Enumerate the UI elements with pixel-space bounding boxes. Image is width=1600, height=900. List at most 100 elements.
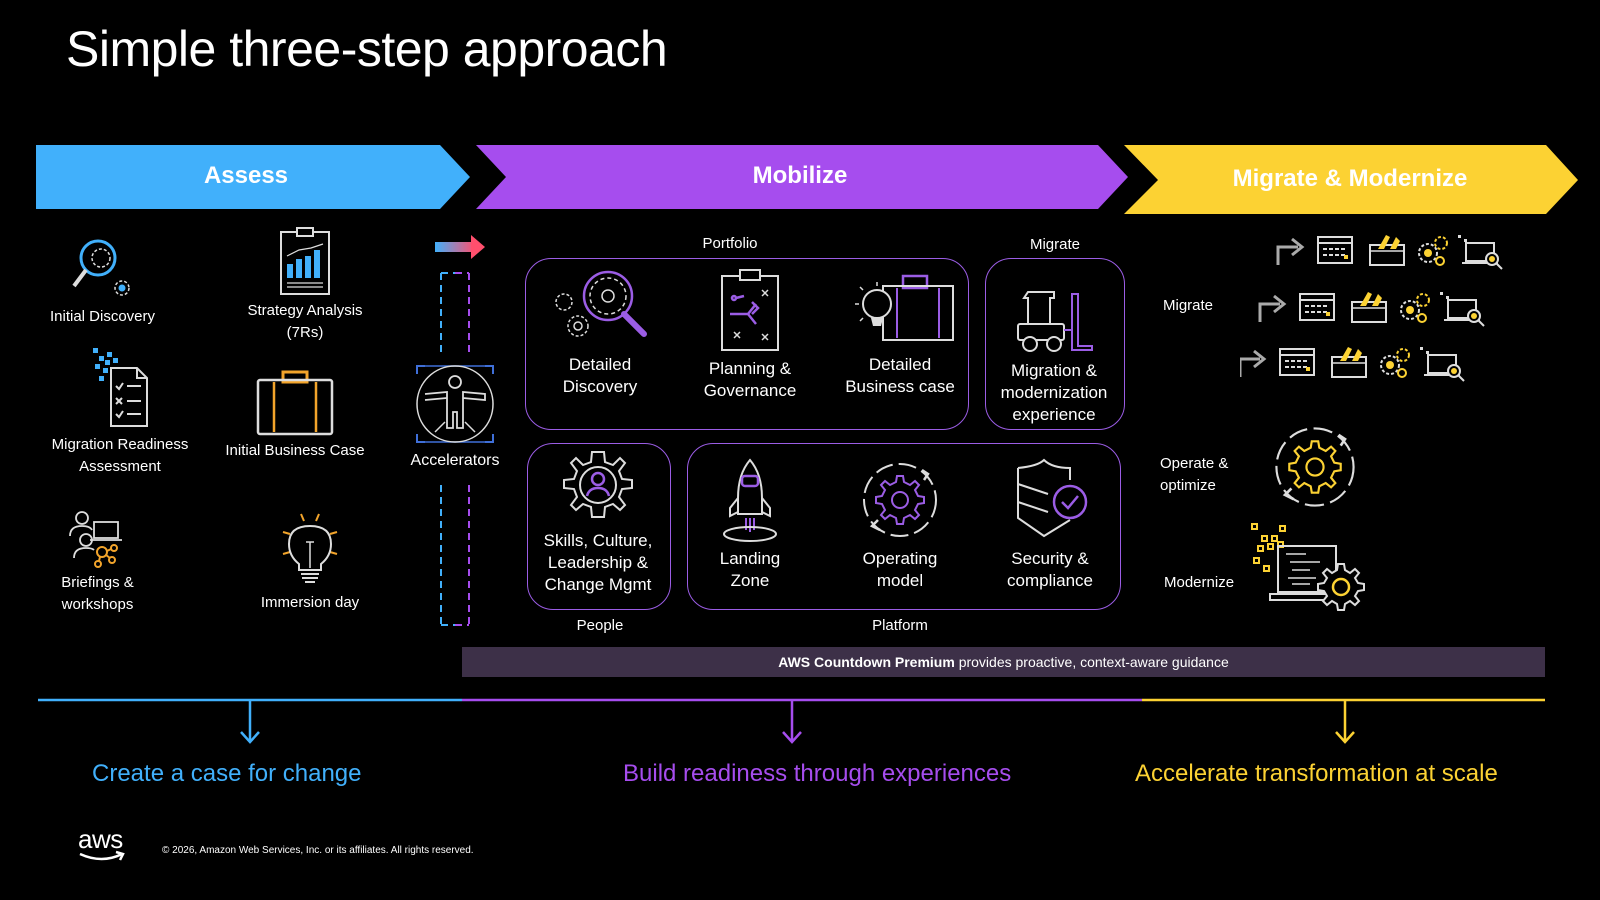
gear-cycle-icon bbox=[863, 463, 937, 537]
aws-logo: aws bbox=[78, 824, 128, 869]
people-box bbox=[527, 443, 671, 610]
detailed-business-case-line1: Detailed bbox=[868, 355, 932, 374]
rocket-icon bbox=[723, 458, 777, 542]
gear-person-icon bbox=[563, 451, 633, 518]
migration-readiness-line2: Assessment bbox=[79, 458, 161, 475]
copyright: © 2026, Amazon Web Services, Inc. or its… bbox=[162, 845, 474, 856]
phase-migrate-modernize-label: Migrate & Modernize bbox=[1232, 165, 1468, 192]
assess-item-migration-readiness: Migration Readiness Assessment bbox=[35, 346, 205, 478]
migration-readiness-line1: Migration Readiness bbox=[51, 436, 189, 453]
detailed-discovery-line2: Discovery bbox=[562, 377, 638, 396]
migrate-waves bbox=[1240, 235, 1504, 383]
checklist-icon bbox=[93, 348, 148, 427]
skills-culture-line3: Change Mgmt bbox=[544, 575, 652, 594]
mobilize-chevron bbox=[476, 145, 1128, 209]
phase-assess-label: Assess bbox=[203, 162, 289, 189]
planning-governance-line1: Planning & bbox=[708, 359, 792, 378]
platform-box bbox=[687, 443, 1121, 610]
briefings-line2: workshops bbox=[61, 596, 134, 613]
laptop-code-gear-icon bbox=[1251, 523, 1365, 611]
gear-cycle-icon bbox=[1275, 427, 1355, 507]
migration-experience-line2: modernization bbox=[1000, 383, 1108, 402]
initial-discovery-label: Initial Discovery bbox=[49, 308, 156, 325]
assess-item-initial-discovery: Initial Discovery bbox=[30, 232, 175, 328]
assess-item-immersion-day: Immersion day bbox=[235, 512, 385, 614]
skills-culture-line1: Skills, Culture, bbox=[543, 531, 653, 550]
detailed-business-case-line2: Business case bbox=[845, 377, 955, 396]
banner-rest: provides proactive, context-aware guidan… bbox=[954, 654, 1229, 670]
operating-model-line2: model bbox=[876, 571, 924, 590]
forklift-icon bbox=[1017, 291, 1093, 352]
planning-governance-line2: Governance bbox=[703, 381, 797, 400]
portfolio-caption: Portfolio bbox=[702, 235, 758, 252]
page-title: Simple three-step approach bbox=[66, 21, 668, 77]
shield-check-icon bbox=[1017, 458, 1088, 538]
mm-migrate-label: Migrate bbox=[1163, 297, 1214, 314]
arrow-down-icon-mobilize bbox=[782, 700, 802, 744]
outcome-assess: Create a case for change bbox=[92, 760, 362, 787]
outcome-migrate: Accelerate transformation at scale bbox=[1135, 760, 1498, 787]
gradient-arrow-icon bbox=[435, 235, 485, 259]
strategy-analysis-line2: (7Rs) bbox=[286, 324, 324, 341]
arrow-down-icon-migrate bbox=[1335, 700, 1355, 744]
mobilize-operating-model: Operating model bbox=[835, 458, 965, 592]
briefcase-icon bbox=[256, 370, 334, 436]
migration-experience-line3: experience bbox=[1012, 405, 1096, 424]
mobilize-planning-governance: Planning & Governance bbox=[675, 268, 825, 402]
briefings-line1: Briefings & bbox=[61, 574, 134, 591]
assess-item-briefings: Briefings & workshops bbox=[25, 510, 170, 616]
mobilize-detailed-discovery: Detailed Discovery bbox=[525, 268, 675, 398]
lightbulb-icon bbox=[282, 513, 338, 583]
detailed-discovery-line1: Detailed bbox=[568, 355, 632, 374]
landing-zone-line2: Zone bbox=[730, 571, 770, 590]
arrow-down-icon-assess bbox=[240, 700, 260, 744]
platform-caption: Platform bbox=[872, 617, 928, 634]
migrate-box bbox=[985, 258, 1125, 430]
aws-smile-icon bbox=[79, 850, 125, 861]
immersion-day-label: Immersion day bbox=[260, 594, 360, 611]
clipboard-chart-icon bbox=[280, 227, 330, 295]
migration-experience-line1: Migration & bbox=[1011, 361, 1097, 380]
phase-chevrons bbox=[36, 145, 1578, 214]
phase-mobilize-label: Mobilize bbox=[752, 162, 848, 189]
operate-line2: optimize bbox=[1160, 477, 1216, 494]
mobilize-migration-modernization-experience: Migration & modernization experience bbox=[985, 290, 1123, 426]
outcome-timeline bbox=[38, 698, 1545, 744]
migrate-wave-2 bbox=[1258, 290, 1486, 328]
migrate-wave-1 bbox=[1276, 235, 1504, 271]
lightbulb-briefcase-icon bbox=[855, 274, 954, 341]
initial-business-case-label: Initial Business Case bbox=[225, 442, 365, 459]
migrate-caption: Migrate bbox=[1029, 236, 1081, 253]
security-compliance-line1: Security & bbox=[1011, 549, 1089, 568]
operating-model-line1: Operating bbox=[862, 549, 938, 568]
accelerators-connector bbox=[435, 235, 485, 626]
operate-line1: Operate & bbox=[1160, 455, 1229, 472]
assess-item-strategy-analysis: Strategy Analysis (7Rs) bbox=[225, 226, 385, 344]
banner-bold: AWS Countdown Premium bbox=[778, 654, 955, 670]
outcome-mobilize: Build readiness through experiences bbox=[623, 760, 1012, 787]
migrate-wave-3 bbox=[1240, 345, 1466, 383]
mm-operate-optimize: Operate & optimize bbox=[1160, 453, 1228, 497]
migrate-modernize-chevron bbox=[1124, 145, 1578, 214]
magnifier-gears-icon bbox=[71, 239, 130, 296]
mobilize-skills-culture: Skills, Culture, Leadership & Change Mgm… bbox=[527, 450, 669, 596]
magnifier-gears-icon bbox=[555, 270, 647, 337]
mobilize-landing-zone: Landing Zone bbox=[690, 458, 810, 592]
strategy-analysis-line1: Strategy Analysis bbox=[247, 302, 363, 319]
people-laptop-icon bbox=[68, 511, 122, 568]
skills-culture-line2: Leadership & bbox=[547, 553, 649, 572]
assess-chevron bbox=[36, 145, 470, 209]
security-compliance-line2: compliance bbox=[1007, 571, 1093, 590]
vitruvian-person-icon bbox=[416, 365, 494, 443]
clipboard-strategy-icon bbox=[721, 269, 779, 351]
accelerators-label: Accelerators bbox=[410, 452, 500, 469]
mm-modernize-label: Modernize bbox=[1164, 574, 1235, 591]
mobilize-detailed-business-case: Detailed Business case bbox=[820, 268, 980, 398]
assess-item-initial-business-case: Initial Business Case bbox=[215, 370, 375, 462]
landing-zone-line1: Landing bbox=[719, 549, 781, 568]
countdown-premium-banner: AWS Countdown Premium provides proactive… bbox=[462, 647, 1545, 677]
mobilize-security-compliance: Security & compliance bbox=[985, 458, 1115, 592]
aws-logo-text: aws bbox=[78, 824, 123, 854]
accelerators: Accelerators bbox=[400, 362, 510, 472]
people-caption: People bbox=[576, 617, 624, 634]
